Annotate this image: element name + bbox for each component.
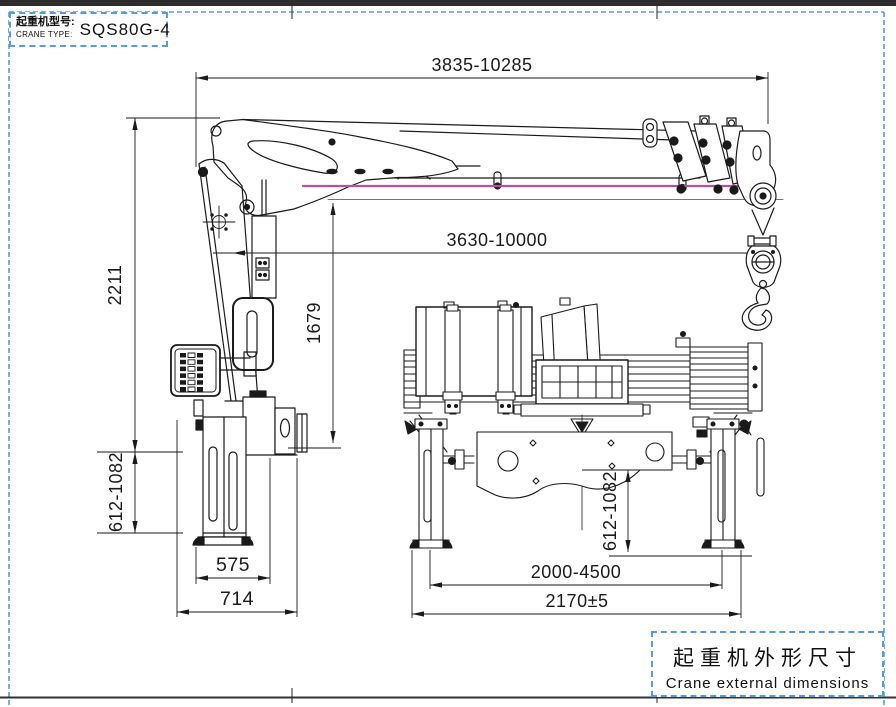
side-view	[170, 115, 784, 546]
dim-outrigger-spread: 2000-4500	[430, 562, 722, 588]
boom-head-bracket	[735, 130, 777, 210]
dim-label-boom-clearance: 1679	[304, 302, 324, 344]
dimension-annotations: 3835-10285 2211 1679 612-1082 575 714 61…	[97, 55, 769, 618]
caption-title-cn: 起重机外形尺寸	[673, 647, 862, 670]
lift-cylinder	[232, 179, 277, 371]
caption-title-en: Crane external dimensions	[665, 675, 870, 692]
hook-block	[745, 245, 782, 289]
dim-overall-width: 2170±5	[412, 591, 741, 617]
slide-bracket	[535, 359, 629, 405]
dim-overall-height: 2211	[105, 118, 138, 452]
title-block-labels: 起重机型号: CRANE TYPE:	[11, 14, 75, 40]
dim-base-width: 575	[196, 554, 270, 581]
outrigger-leg-left	[409, 418, 453, 549]
rear-view	[403, 297, 765, 549]
dim-boom-clearance: 1679	[304, 203, 336, 443]
boom-top-edge	[242, 118, 697, 132]
dim-label-leg-stroke-side: 612-1082	[106, 452, 126, 532]
stabilizer-leg-side	[192, 399, 254, 546]
boom-head-plate	[211, 118, 459, 216]
dim-hook-span: 3630-10000	[213, 230, 770, 256]
crane-type-label-cn: 起重机型号:	[16, 16, 75, 28]
dim-boom-span: 3835-10285	[196, 55, 768, 81]
title-block: 起重机型号: CRANE TYPE: SQS80G-4	[9, 12, 171, 47]
dim-label-overall-width: 2170±5	[546, 591, 609, 611]
dim-label-base-length: 714	[220, 588, 254, 610]
dim-label-boom-span: 3835-10285	[431, 55, 532, 75]
crane-model: SQS80G-4	[79, 20, 171, 39]
dim-leg-stroke-rear: 612-1082	[600, 470, 631, 552]
valve-bank	[170, 344, 257, 397]
equipment-box-left	[415, 300, 533, 397]
dim-label-leg-stroke-rear: 612-1082	[600, 471, 620, 551]
dim-label-base-width: 575	[216, 554, 250, 576]
leg-cylinders	[442, 304, 516, 415]
dim-leg-stroke-side: 612-1082	[106, 452, 138, 533]
crane-type-label-en: CRANE TYPE:	[16, 29, 73, 39]
winch-block-right	[675, 330, 763, 412]
dim-base-length: 714	[177, 588, 297, 615]
centering-marks	[291, 4, 658, 703]
mounting-flange	[513, 403, 651, 531]
outrigger-leg-right	[701, 418, 745, 549]
cross-plate	[476, 431, 673, 499]
dim-label-hook-span: 3630-10000	[446, 230, 547, 250]
plate-cutout	[247, 140, 338, 174]
dim-label-outrigger-spread: 2000-4500	[531, 562, 622, 582]
caption-block: 起重机外形尺寸 Crane external dimensions	[651, 631, 884, 697]
dim-label-overall-height: 2211	[105, 265, 125, 306]
hook-icon	[741, 287, 773, 331]
